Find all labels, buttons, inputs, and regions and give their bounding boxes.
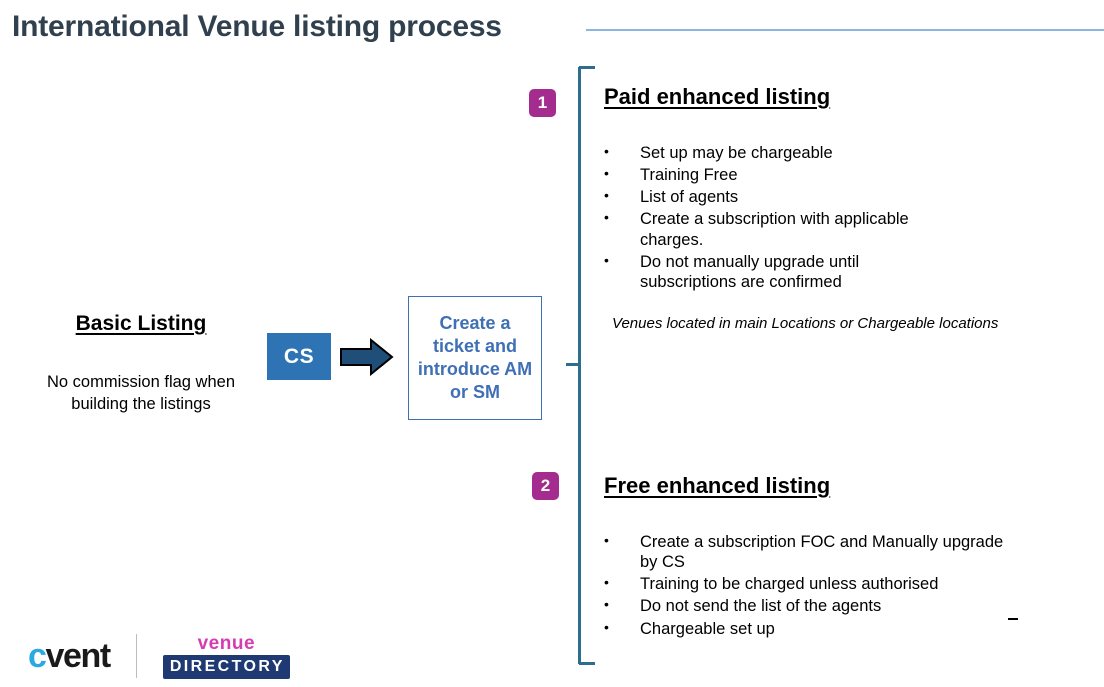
venue-directory-logo: venue DIRECTORY [162,632,290,679]
list-item: Do not manually upgrade until subscripti… [604,251,934,292]
logo-divider [135,634,137,678]
paid-enhanced-listing-heading: Paid enhanced listing [604,84,831,109]
venue-directory-logo-directory: DIRECTORY [162,654,290,679]
footer-logos: cvent venue DIRECTORY [28,630,290,682]
create-ticket-box: Create a ticket and introduce AM or SM [408,296,542,420]
title-divider-rule [586,29,1104,31]
branch-number-badge: 2 [532,472,559,500]
venue-directory-logo-venue: venue [197,632,256,654]
list-item: List of agents [604,186,934,207]
branch-bracket [560,58,608,673]
list-item: Create a subscription FOC and Manually u… [604,531,1016,572]
list-item: Chargeable set up [604,617,1016,639]
cs-box: CS [267,333,331,380]
cvent-logo-c: c [28,637,47,675]
basic-listing-heading: Basic Listing [75,312,207,335]
free-enhanced-listing-bullets: Create a subscription FOC and Manually u… [604,531,1016,641]
page-title: International Venue listing process [12,10,502,43]
paid-enhanced-listing-bullets: Set up may be chargeable Training Free L… [604,142,934,294]
list-item: Set up may be chargeable [604,142,934,163]
list-item: Do not send the list of the agents [604,595,1016,616]
list-item: Create a subscription with applicable ch… [604,208,934,249]
cvent-logo: cvent [28,637,112,675]
stray-dash-mark [1008,618,1018,620]
basic-listing-description: No commission flag when building the lis… [47,373,235,413]
paid-enhanced-listing-note: Venues located in main Locations or Char… [612,315,999,332]
list-item: Training to be charged unless authorised [604,573,1016,594]
cvent-logo-text: vent [45,637,112,675]
right-arrow-icon [340,337,394,377]
list-item: Training Free [604,164,934,185]
branch-number-badge: 1 [529,89,556,117]
free-enhanced-listing-heading: Free enhanced listing [604,473,831,498]
